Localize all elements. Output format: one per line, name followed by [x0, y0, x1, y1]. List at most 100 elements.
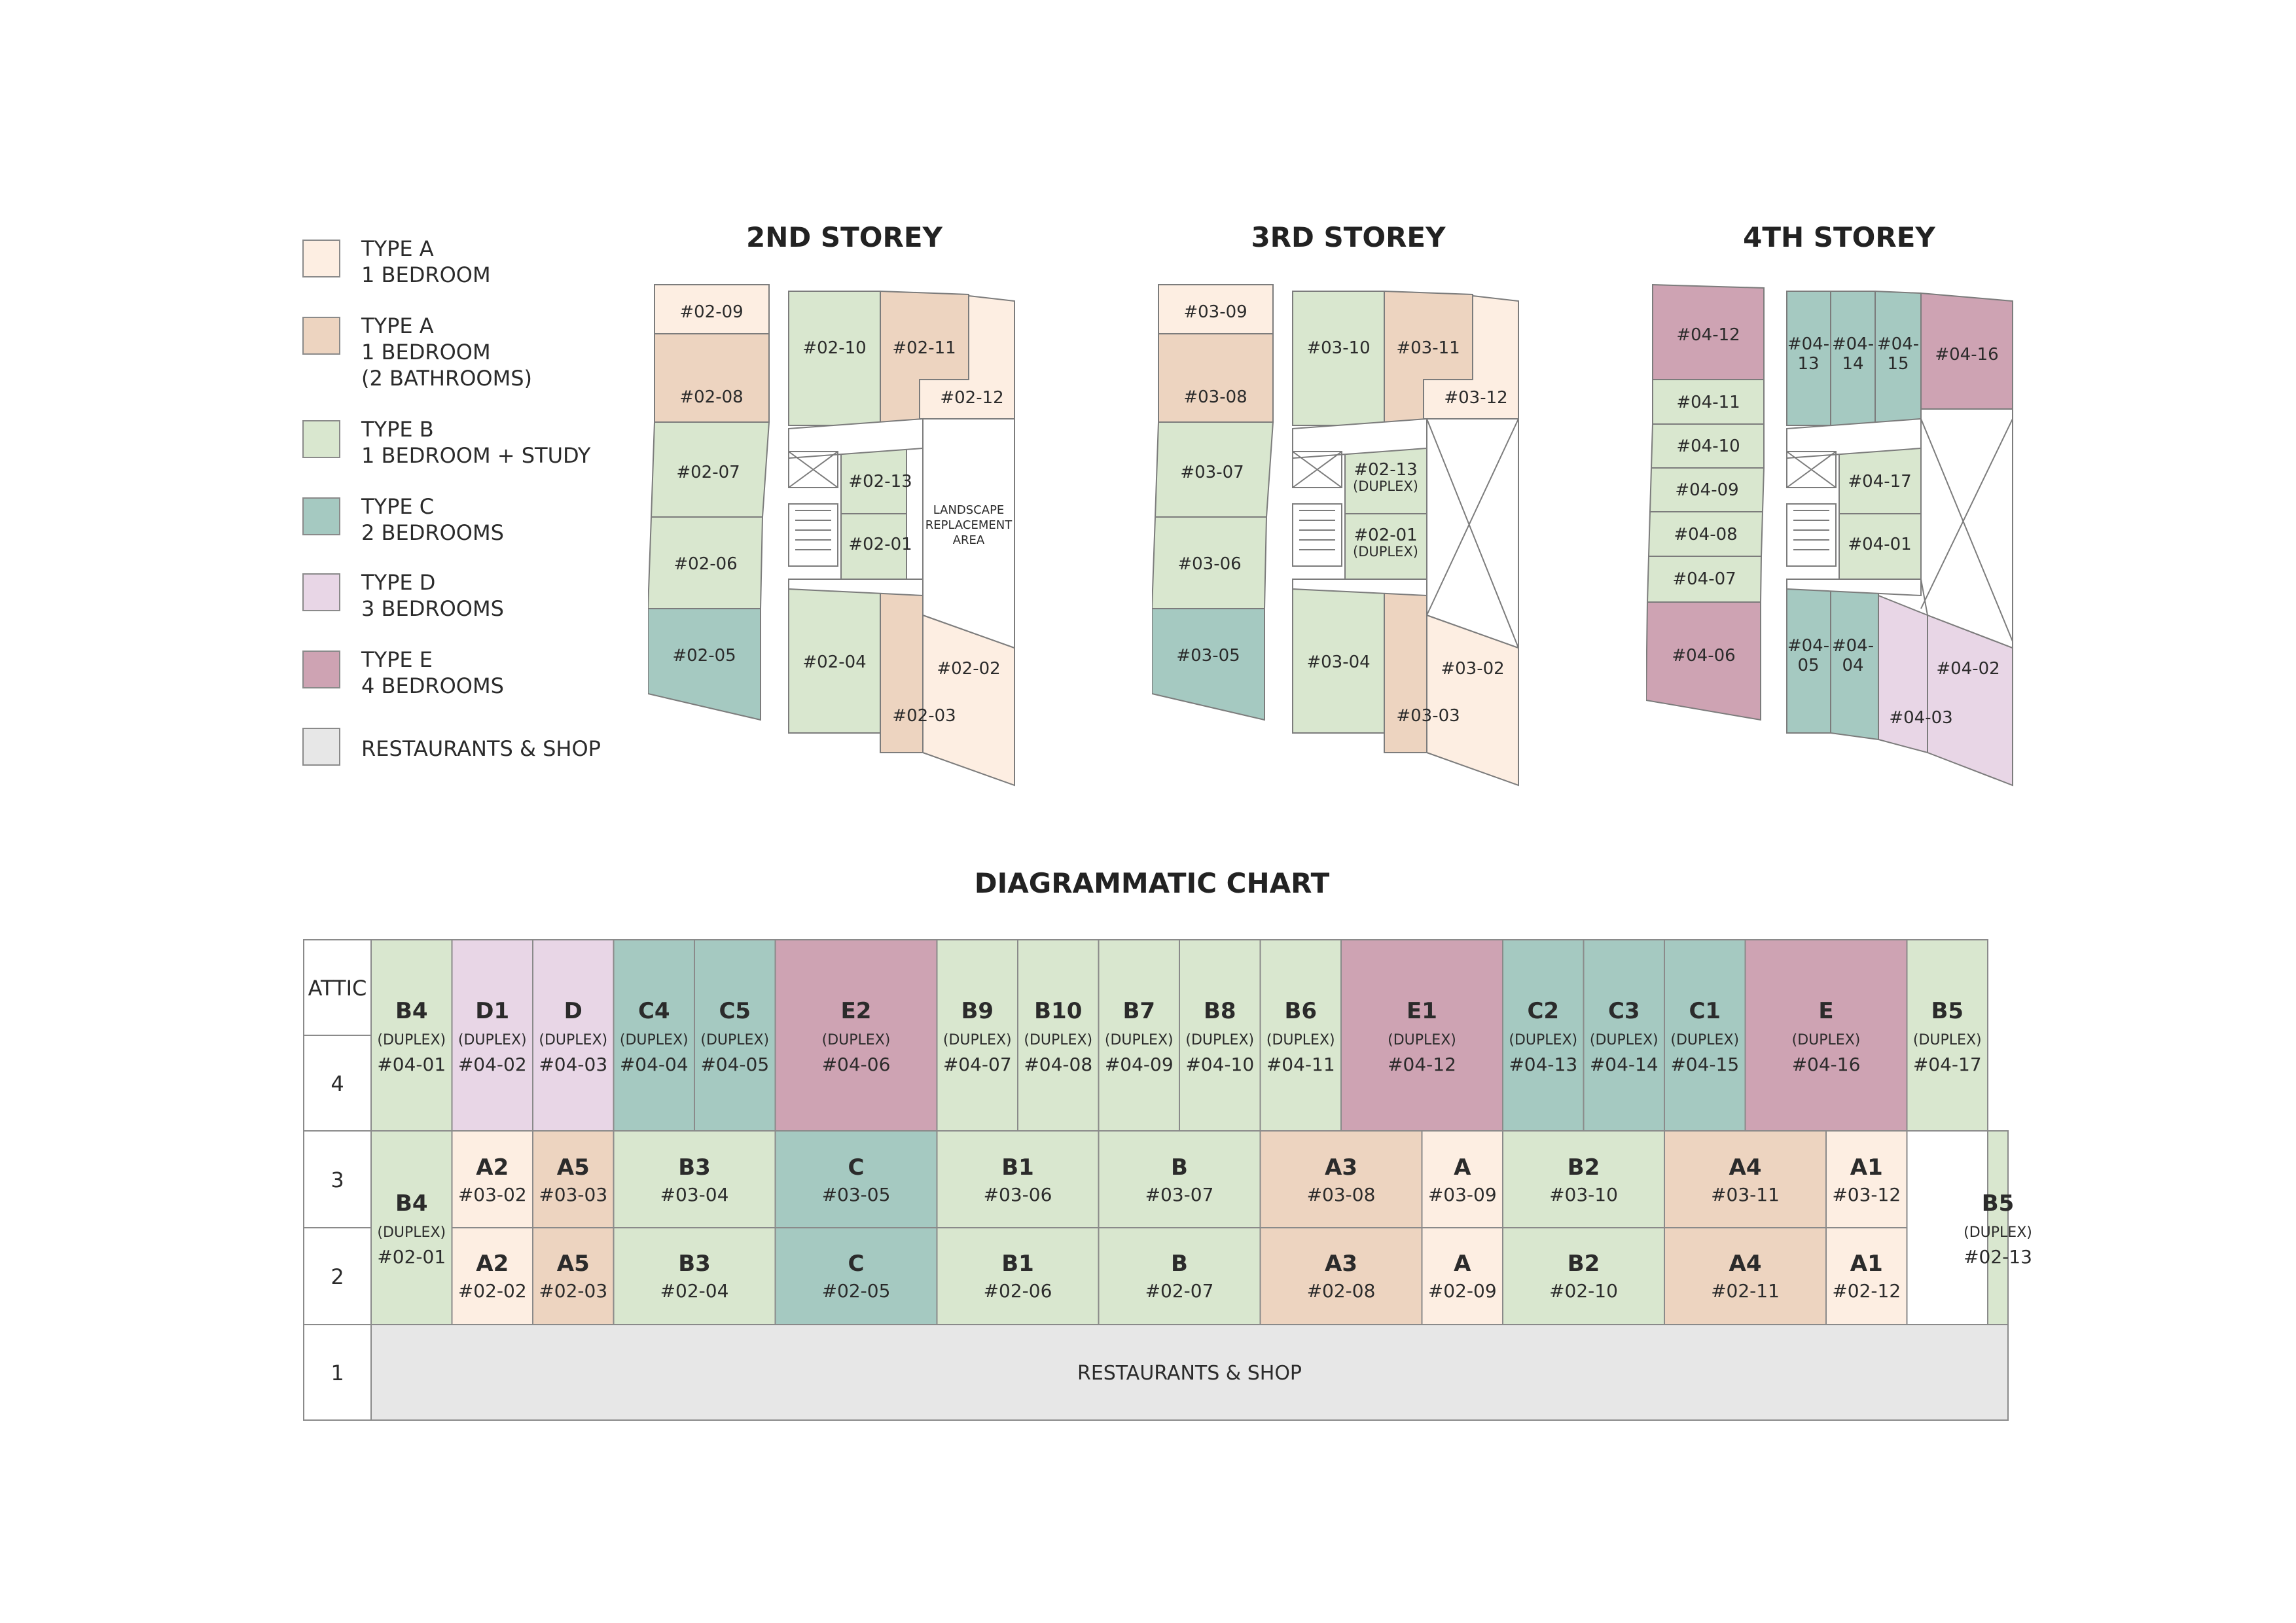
duplex-label: (DUPLEX): [377, 1032, 446, 1048]
unit-number: #02-11: [1711, 1280, 1780, 1302]
unit-number: #03-10: [1549, 1184, 1618, 1205]
unit-cell: [936, 1130, 1100, 1228]
landscape-label: LANDSCAPE: [933, 503, 1005, 517]
unit-number: #02-08: [1307, 1280, 1376, 1302]
unit-type-code: A2: [476, 1154, 509, 1181]
unit-number: #04-03: [539, 1054, 607, 1075]
unit-label: #02-09: [679, 302, 743, 322]
unit-type-code: A4: [1729, 1154, 1762, 1181]
unit-label: #02-13: [848, 472, 912, 491]
unit-number: #03-09: [1428, 1184, 1497, 1205]
floor-label: 3: [331, 1168, 344, 1192]
unit-number: #03-11: [1711, 1184, 1780, 1205]
unit-number: #03-05: [822, 1184, 891, 1205]
unit-type-code: A5: [557, 1251, 590, 1277]
unit-type-code: B6: [1284, 998, 1317, 1024]
unit-number: #04-15: [1670, 1054, 1739, 1075]
duplex-label: (DUPLEX): [458, 1032, 527, 1048]
unit-label: #04-07: [1672, 569, 1736, 589]
unit-type-code: A: [1454, 1154, 1471, 1181]
duplex-label: (DUPLEX): [1266, 1032, 1335, 1048]
unit-label: #02-06: [673, 554, 737, 574]
unit-cell: [936, 1227, 1100, 1325]
unit-label: #03-06: [1177, 554, 1241, 574]
floor-label: ATTIC: [308, 976, 367, 1001]
unit-number: #04-08: [1024, 1054, 1092, 1075]
legend-swatch: [302, 728, 340, 766]
stair-core: [788, 451, 838, 567]
unit-label: 13: [1797, 354, 1819, 374]
unit-type-code: B3: [678, 1154, 711, 1181]
legend-swatch: [302, 573, 340, 611]
unit-type-code: B1: [1001, 1154, 1034, 1181]
unit-cell: [1664, 1130, 1827, 1228]
duplex-label: (DUPLEX): [1792, 1032, 1861, 1048]
duplex-label: (DUPLEX): [1388, 1032, 1456, 1048]
unit-number: #04-16: [1792, 1054, 1861, 1075]
unit-label: #02-01: [1354, 526, 1417, 545]
corridor: [1786, 418, 1922, 459]
unit-04-06: [1645, 601, 1761, 721]
unit-cell-duplex: [774, 939, 938, 1132]
unit-label: #04-: [1787, 636, 1829, 656]
unit-number: #02-09: [1428, 1280, 1497, 1302]
unit-number: #04-05: [700, 1054, 769, 1075]
unit-label: #04-17: [1848, 472, 1911, 491]
floor-plan-storey-2: #02-09 #02-08 #02-07 #02-06 #02-05 #02-1…: [647, 281, 1021, 792]
unit-type-code: A2: [476, 1251, 509, 1277]
unit-cell: [774, 1227, 938, 1325]
stair-core: [1786, 451, 1837, 567]
unit-number: #02-10: [1549, 1280, 1618, 1302]
ground-floor-cell: [370, 1324, 2009, 1421]
unit-number: #04-06: [822, 1054, 891, 1075]
unit-type-code: A: [1454, 1251, 1471, 1277]
unit-type-code: C: [848, 1251, 865, 1277]
legend-swatch: [302, 497, 340, 535]
duplex-label: (DUPLEX): [377, 1224, 446, 1241]
unit-cell: [613, 1227, 776, 1325]
legend-swatch: [302, 240, 340, 277]
duplex-label: (DUPLEX): [1590, 1032, 1659, 1048]
ground-floor-label: RESTAURANTS & SHOP: [1077, 1362, 1302, 1385]
unit-label: #02-05: [672, 646, 736, 666]
unit-label: #03-08: [1183, 387, 1247, 407]
duplex-label: (DUPLEX): [1105, 1032, 1174, 1048]
duplex-label: (DUPLEX): [1670, 1032, 1739, 1048]
unit-number: #02-03: [539, 1280, 607, 1302]
unit-cell-duplex: [1098, 939, 1180, 1132]
unit-type-code: A1: [1850, 1251, 1883, 1277]
unit-label: #02-11: [892, 338, 956, 358]
unit-label: #04-: [1877, 334, 1919, 354]
unit-number: #04-10: [1185, 1054, 1254, 1075]
unit-number: #02-05: [822, 1280, 891, 1302]
duplex-label: (DUPLEX): [539, 1032, 607, 1048]
unit-cell-duplex: [1664, 939, 1746, 1132]
unit-number: #02-07: [1145, 1280, 1214, 1302]
unit-label: #04-10: [1676, 437, 1740, 456]
unit-type-code: B4: [395, 1190, 428, 1217]
corridor: [1292, 418, 1427, 459]
unit-number: #04-12: [1388, 1054, 1456, 1075]
unit-type-code: D1: [475, 998, 509, 1024]
unit-number: #02-12: [1832, 1280, 1901, 1302]
unit-type-code: E2: [841, 998, 872, 1024]
unit-label: 14: [1842, 354, 1863, 374]
floor-label: 4: [331, 1071, 344, 1096]
unit-type-code: B8: [1204, 998, 1236, 1024]
unit-label: #02-08: [679, 387, 743, 407]
unit-label: #04-16: [1935, 345, 1998, 365]
landscape-label: REPLACEMENT: [925, 518, 1013, 532]
unit-number: #02-13: [1964, 1246, 2032, 1268]
stair-core: [1292, 451, 1342, 567]
unit-type-code: B9: [961, 998, 994, 1024]
unit-cell-duplex: [1502, 939, 1585, 1132]
unit-cell: [532, 1227, 615, 1325]
unit-cell-duplex: [1340, 939, 1503, 1132]
unit-label: #02-02: [937, 659, 1000, 679]
unit-label: #03-07: [1180, 463, 1244, 482]
unit-type-code: B4: [395, 998, 428, 1024]
unit-cell-duplex: [532, 939, 615, 1132]
